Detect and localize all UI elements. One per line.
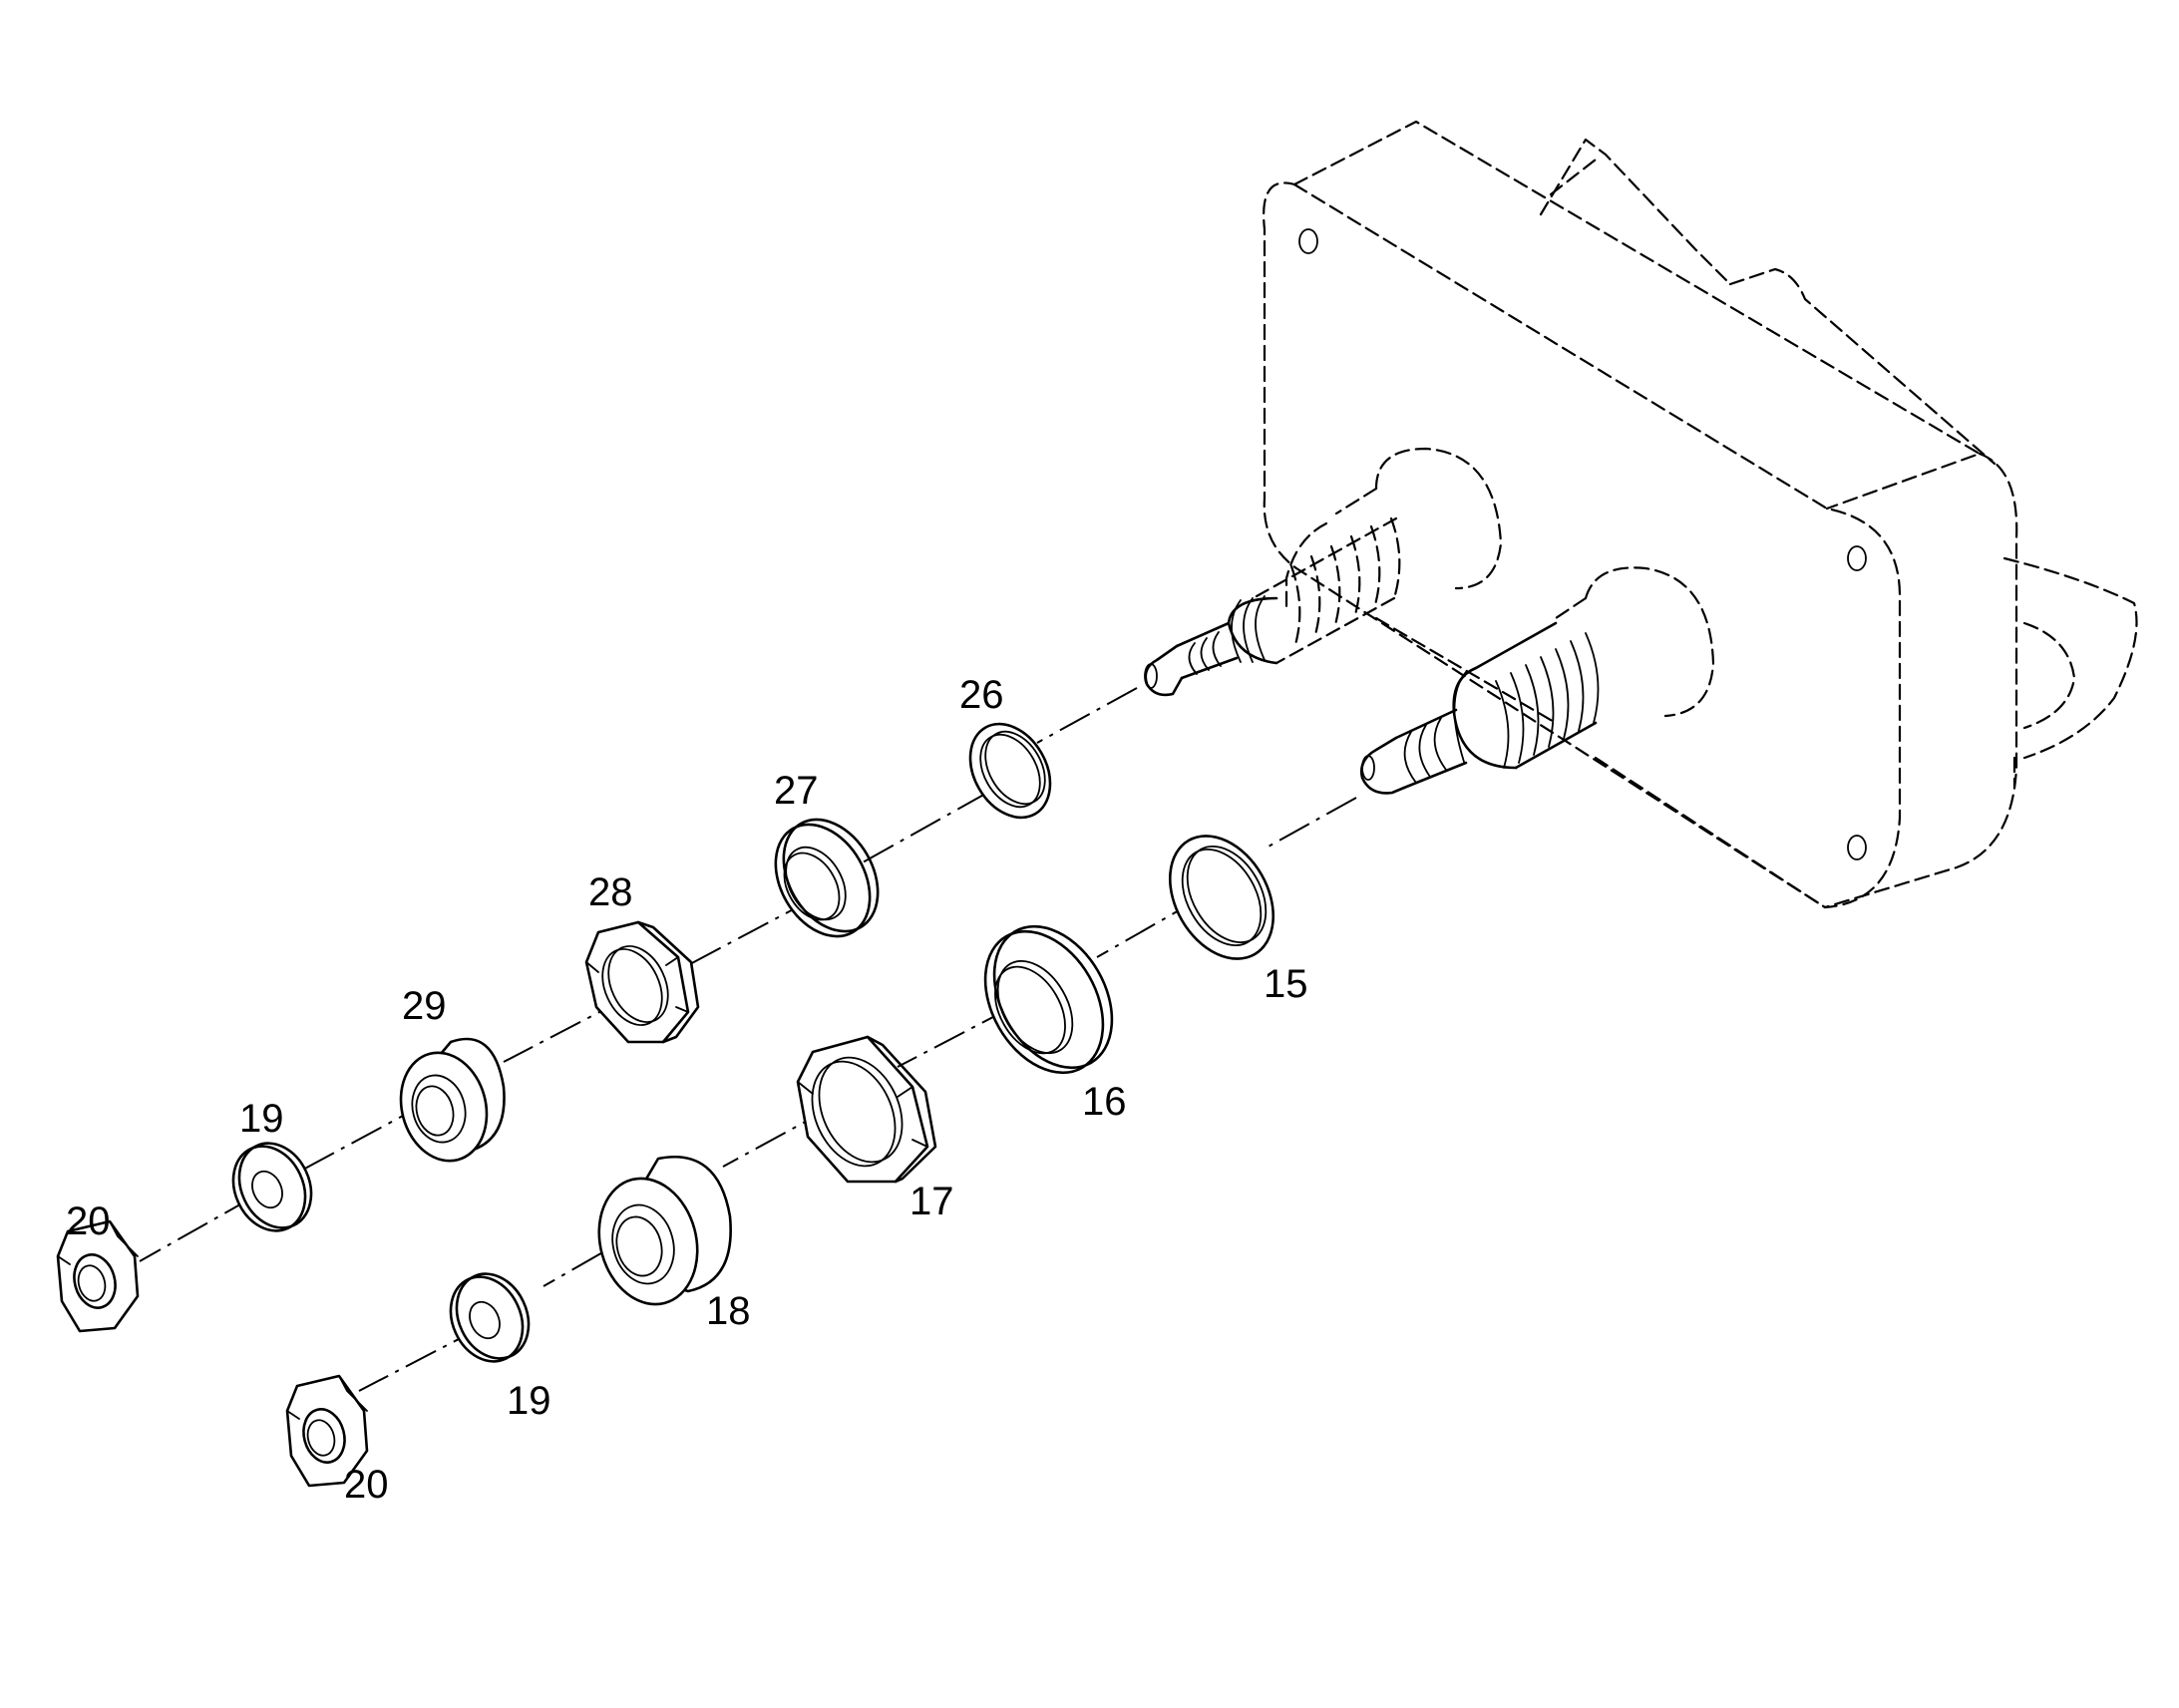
part-15-washer <box>1168 835 1275 960</box>
callout-19-upper: 19 <box>239 1097 284 1141</box>
callout-16: 16 <box>1082 1080 1127 1124</box>
part-19-lower-washer <box>449 1272 531 1363</box>
callout-28: 28 <box>588 870 633 914</box>
callout-20-upper: 20 <box>66 1199 111 1243</box>
housing-outline <box>1263 120 2138 909</box>
callout-18: 18 <box>706 1289 751 1333</box>
callout-27: 27 <box>774 769 819 813</box>
part-19-upper-washer <box>231 1142 313 1232</box>
part-27-spacer <box>774 818 880 938</box>
callout-20-lower: 20 <box>344 1463 389 1507</box>
part-28-jam-nut <box>584 920 700 1044</box>
lower-shaft <box>1360 566 1715 795</box>
callout-29: 29 <box>402 984 447 1028</box>
assembly-axes <box>139 687 1357 1392</box>
part-29-bushing <box>399 1037 506 1163</box>
callout-26: 26 <box>959 673 1004 717</box>
callout-17: 17 <box>909 1180 954 1223</box>
callout-19-lower: 19 <box>507 1379 551 1423</box>
part-26-washer <box>968 722 1052 820</box>
part-16-spacer <box>983 924 1114 1075</box>
callout-15: 15 <box>1264 962 1308 1006</box>
part-17-jam-nut <box>796 1035 937 1184</box>
part-20-upper-nut <box>56 1219 140 1333</box>
part-20-lower-nut <box>285 1374 369 1488</box>
upper-shaft <box>1144 447 1503 697</box>
callout-labels: 26 27 28 29 19 20 15 16 17 18 19 20 <box>66 673 1308 1507</box>
part-18-bushing <box>597 1156 732 1306</box>
